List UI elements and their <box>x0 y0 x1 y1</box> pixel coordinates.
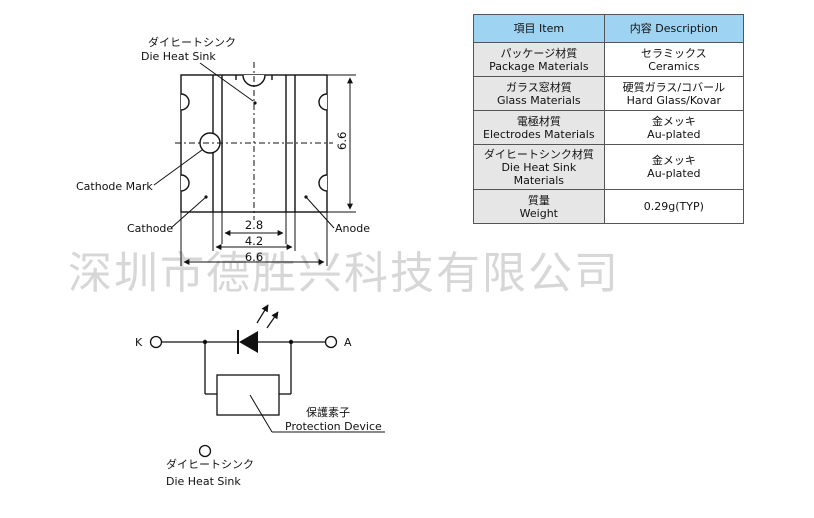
anode-leader <box>305 196 335 229</box>
right-notch-bottom <box>318 174 328 192</box>
header-description: 内容 Description <box>603 14 745 43</box>
table-row: ダイヒートシンク材質 Die Heat Sink Materials 金メッキ … <box>473 144 745 190</box>
row-desc-heat-sink: 金メッキ Au-plated <box>603 144 745 190</box>
dim-mid-text: 4.2 <box>245 234 263 248</box>
desc-line: Au-plated <box>647 167 701 180</box>
anode-label: Anode <box>335 222 370 235</box>
center-dot-top <box>253 101 257 105</box>
left-notch-bottom <box>180 174 190 192</box>
heat-sink-terminal <box>198 444 212 458</box>
protection-leader <box>249 394 273 433</box>
desc-line: Au-plated <box>647 127 701 141</box>
table-row: パッケージ材質 Package Materials セラミックス Ceramic… <box>473 42 745 77</box>
heat-sink-leader <box>199 62 254 102</box>
row-desc-weight: 0.29g(TYP) <box>603 189 745 224</box>
row-desc-electrodes: 金メッキ Au-plated <box>603 110 745 145</box>
item-line: パッケージ材質 <box>500 46 578 60</box>
item-line: Weight <box>519 206 558 220</box>
row-item-glass: ガラス窓材質 Glass Materials <box>473 76 605 111</box>
desc-line: 硬質ガラス/コバール <box>622 80 726 94</box>
desc-line: Ceramics <box>648 59 700 73</box>
row-item-package: パッケージ材質 Package Materials <box>473 42 605 77</box>
item-line: Package Materials <box>489 59 589 73</box>
item-line: 電極材質 <box>516 114 561 128</box>
left-notch-top <box>180 93 190 111</box>
row-item-weight: 質量 Weight <box>473 189 605 224</box>
terminal-a <box>324 335 338 349</box>
item-line: Materials <box>513 173 565 187</box>
table-row: 質量 Weight 0.29g(TYP) <box>473 189 745 224</box>
height-dimension-text: 6.6 <box>335 132 349 150</box>
terminal-k-label: K <box>135 336 143 349</box>
protection-label-jp: 保護素子 <box>306 405 350 419</box>
spec-table-header: 項目 Item 内容 Description <box>473 14 745 43</box>
header-item: 項目 Item <box>473 14 605 43</box>
cathode-mark-label: Cathode Mark <box>76 180 153 193</box>
table-row: 電極材質 Electrodes Materials 金メッキ Au-plated <box>473 110 745 145</box>
table-row: ガラス窓材質 Glass Materials 硬質ガラス/コバール Hard G… <box>473 76 745 111</box>
item-line: 質量 <box>527 193 550 207</box>
row-desc-package: セラミックス Ceramics <box>603 42 745 77</box>
cathode-leader <box>170 196 207 229</box>
emission-arrows <box>256 304 279 329</box>
desc-line: 金メッキ <box>651 114 696 128</box>
spec-table: 項目 Item 内容 Description パッケージ材質 Package M… <box>473 14 745 224</box>
row-item-heat-sink: ダイヒートシンク材質 Die Heat Sink Materials <box>473 144 605 190</box>
right-notch-top <box>318 93 328 111</box>
item-line: Glass Materials <box>496 93 581 107</box>
item-line: Electrodes Materials <box>483 127 595 141</box>
heat-sink-label-jp: ダイヒートシンク <box>148 35 236 49</box>
width-dimensions <box>180 212 328 266</box>
watermark-text: 深圳市德胜兴科技有限公司 <box>68 248 620 299</box>
item-line: ダイヒートシンク材質 <box>483 147 594 161</box>
item-line: Die Heat Sink <box>501 160 577 174</box>
item-line: ガラス窓材質 <box>505 80 572 94</box>
protection-label-en: Protection Device <box>285 420 382 433</box>
heat-sink-label-en: Die Heat Sink <box>141 50 216 63</box>
terminal-a-label: A <box>344 336 352 349</box>
dim-inner-text: 2.8 <box>245 218 263 232</box>
protection-device-box <box>216 374 280 416</box>
circuit-heat-sink-jp: ダイヒートシンク <box>166 457 254 471</box>
row-desc-glass: 硬質ガラス/コバール Hard Glass/Kovar <box>603 76 745 111</box>
dim-width-text: 6.6 <box>245 250 263 264</box>
cathode-label: Cathode <box>127 222 173 235</box>
height-dimension <box>327 74 356 213</box>
junction-left <box>202 339 208 345</box>
desc-line: 金メッキ <box>651 154 696 167</box>
desc-line: Hard Glass/Kovar <box>626 93 722 107</box>
junction-right <box>288 339 294 345</box>
desc-line: セラミックス <box>640 46 707 60</box>
desc-line: 0.29g(TYP) <box>643 200 704 213</box>
terminal-k <box>149 335 163 349</box>
row-item-electrodes: 電極材質 Electrodes Materials <box>473 110 605 145</box>
cathode-mark-leader <box>153 149 203 186</box>
diode-symbol <box>237 330 258 354</box>
circuit-heat-sink-en: Die Heat Sink <box>166 475 241 488</box>
